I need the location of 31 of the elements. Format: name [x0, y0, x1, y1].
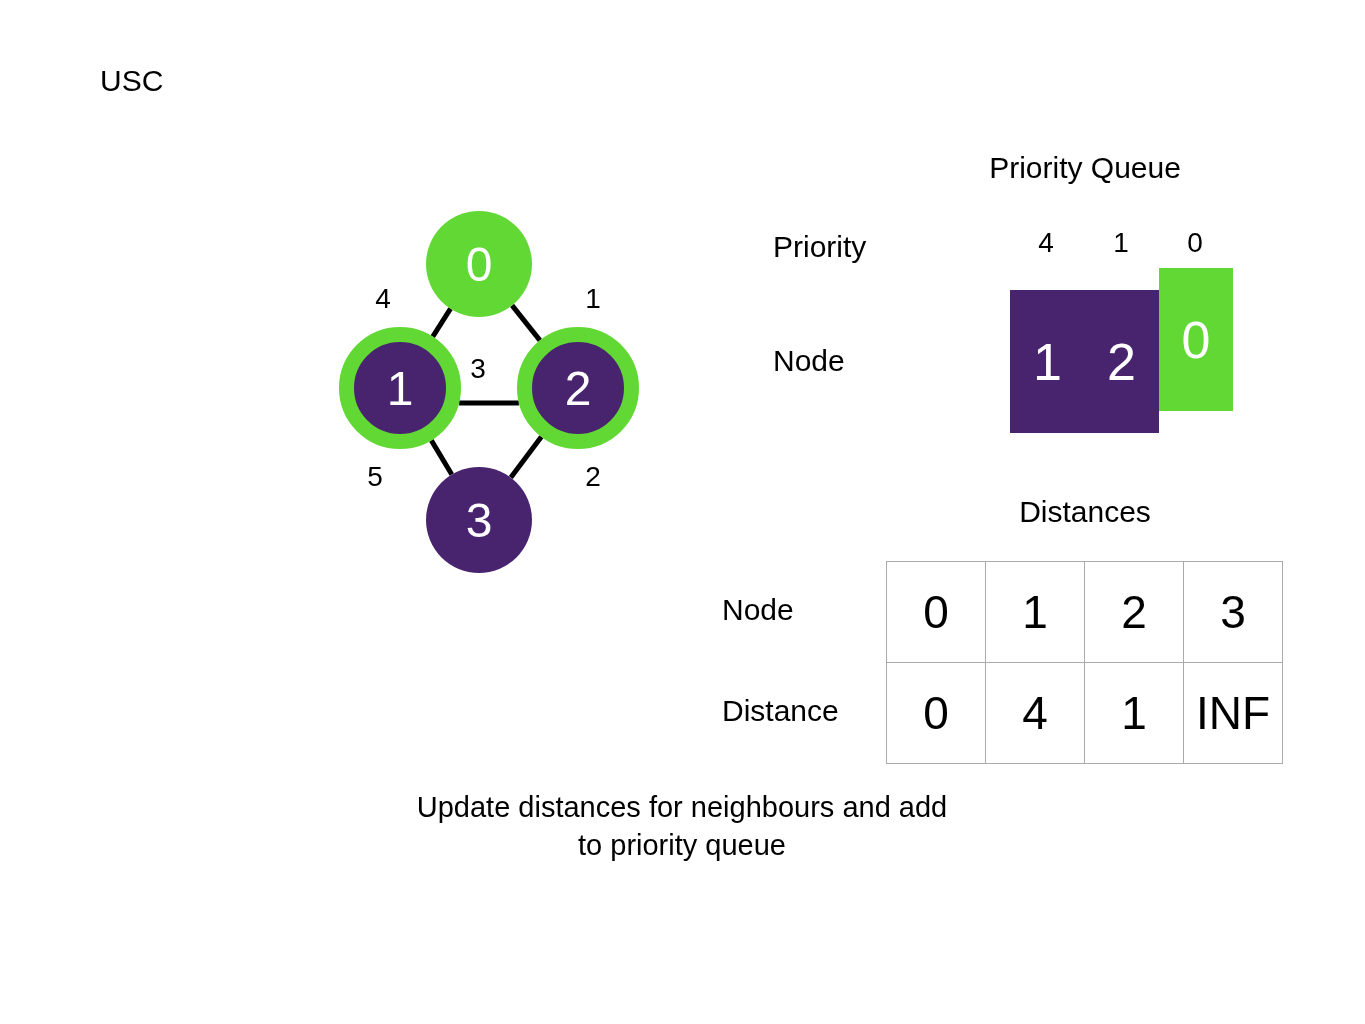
graph-node: 0 — [426, 211, 532, 317]
table-cell: 1 — [1085, 663, 1184, 764]
caption: Update distances for neighbours and add to priority queue — [415, 790, 949, 863]
queue-cell: 2 — [1084, 290, 1159, 433]
table-cell: 0 — [887, 562, 986, 663]
graph-node: 3 — [426, 467, 532, 573]
label: Priority — [773, 232, 867, 262]
label: Priority Queue — [989, 153, 1181, 183]
graph-node: 2 — [517, 327, 639, 449]
graph-edge — [508, 435, 544, 480]
graph-edge — [429, 439, 454, 476]
table-cell: 0 — [887, 663, 986, 764]
label: Distance — [722, 696, 839, 726]
queue-cell: 0 — [1159, 268, 1233, 411]
label: Distances — [1019, 497, 1151, 527]
graph-edge — [510, 303, 542, 342]
graph-edge — [459, 400, 519, 406]
title: USC — [100, 64, 164, 98]
label: 1 — [1113, 229, 1129, 257]
label: 4 — [1038, 229, 1054, 257]
table-cell: 4 — [986, 663, 1085, 764]
table-cell: 3 — [1184, 562, 1283, 663]
label: Node — [773, 346, 845, 376]
queue-cell: 1 — [1010, 290, 1085, 433]
table-cell: INF — [1184, 663, 1283, 764]
label: Node — [722, 595, 794, 625]
table-cell: 2 — [1085, 562, 1184, 663]
graph-node: 1 — [339, 327, 461, 449]
label: 0 — [1187, 229, 1203, 257]
table-cell: 1 — [986, 562, 1085, 663]
graph-edge — [430, 307, 453, 338]
